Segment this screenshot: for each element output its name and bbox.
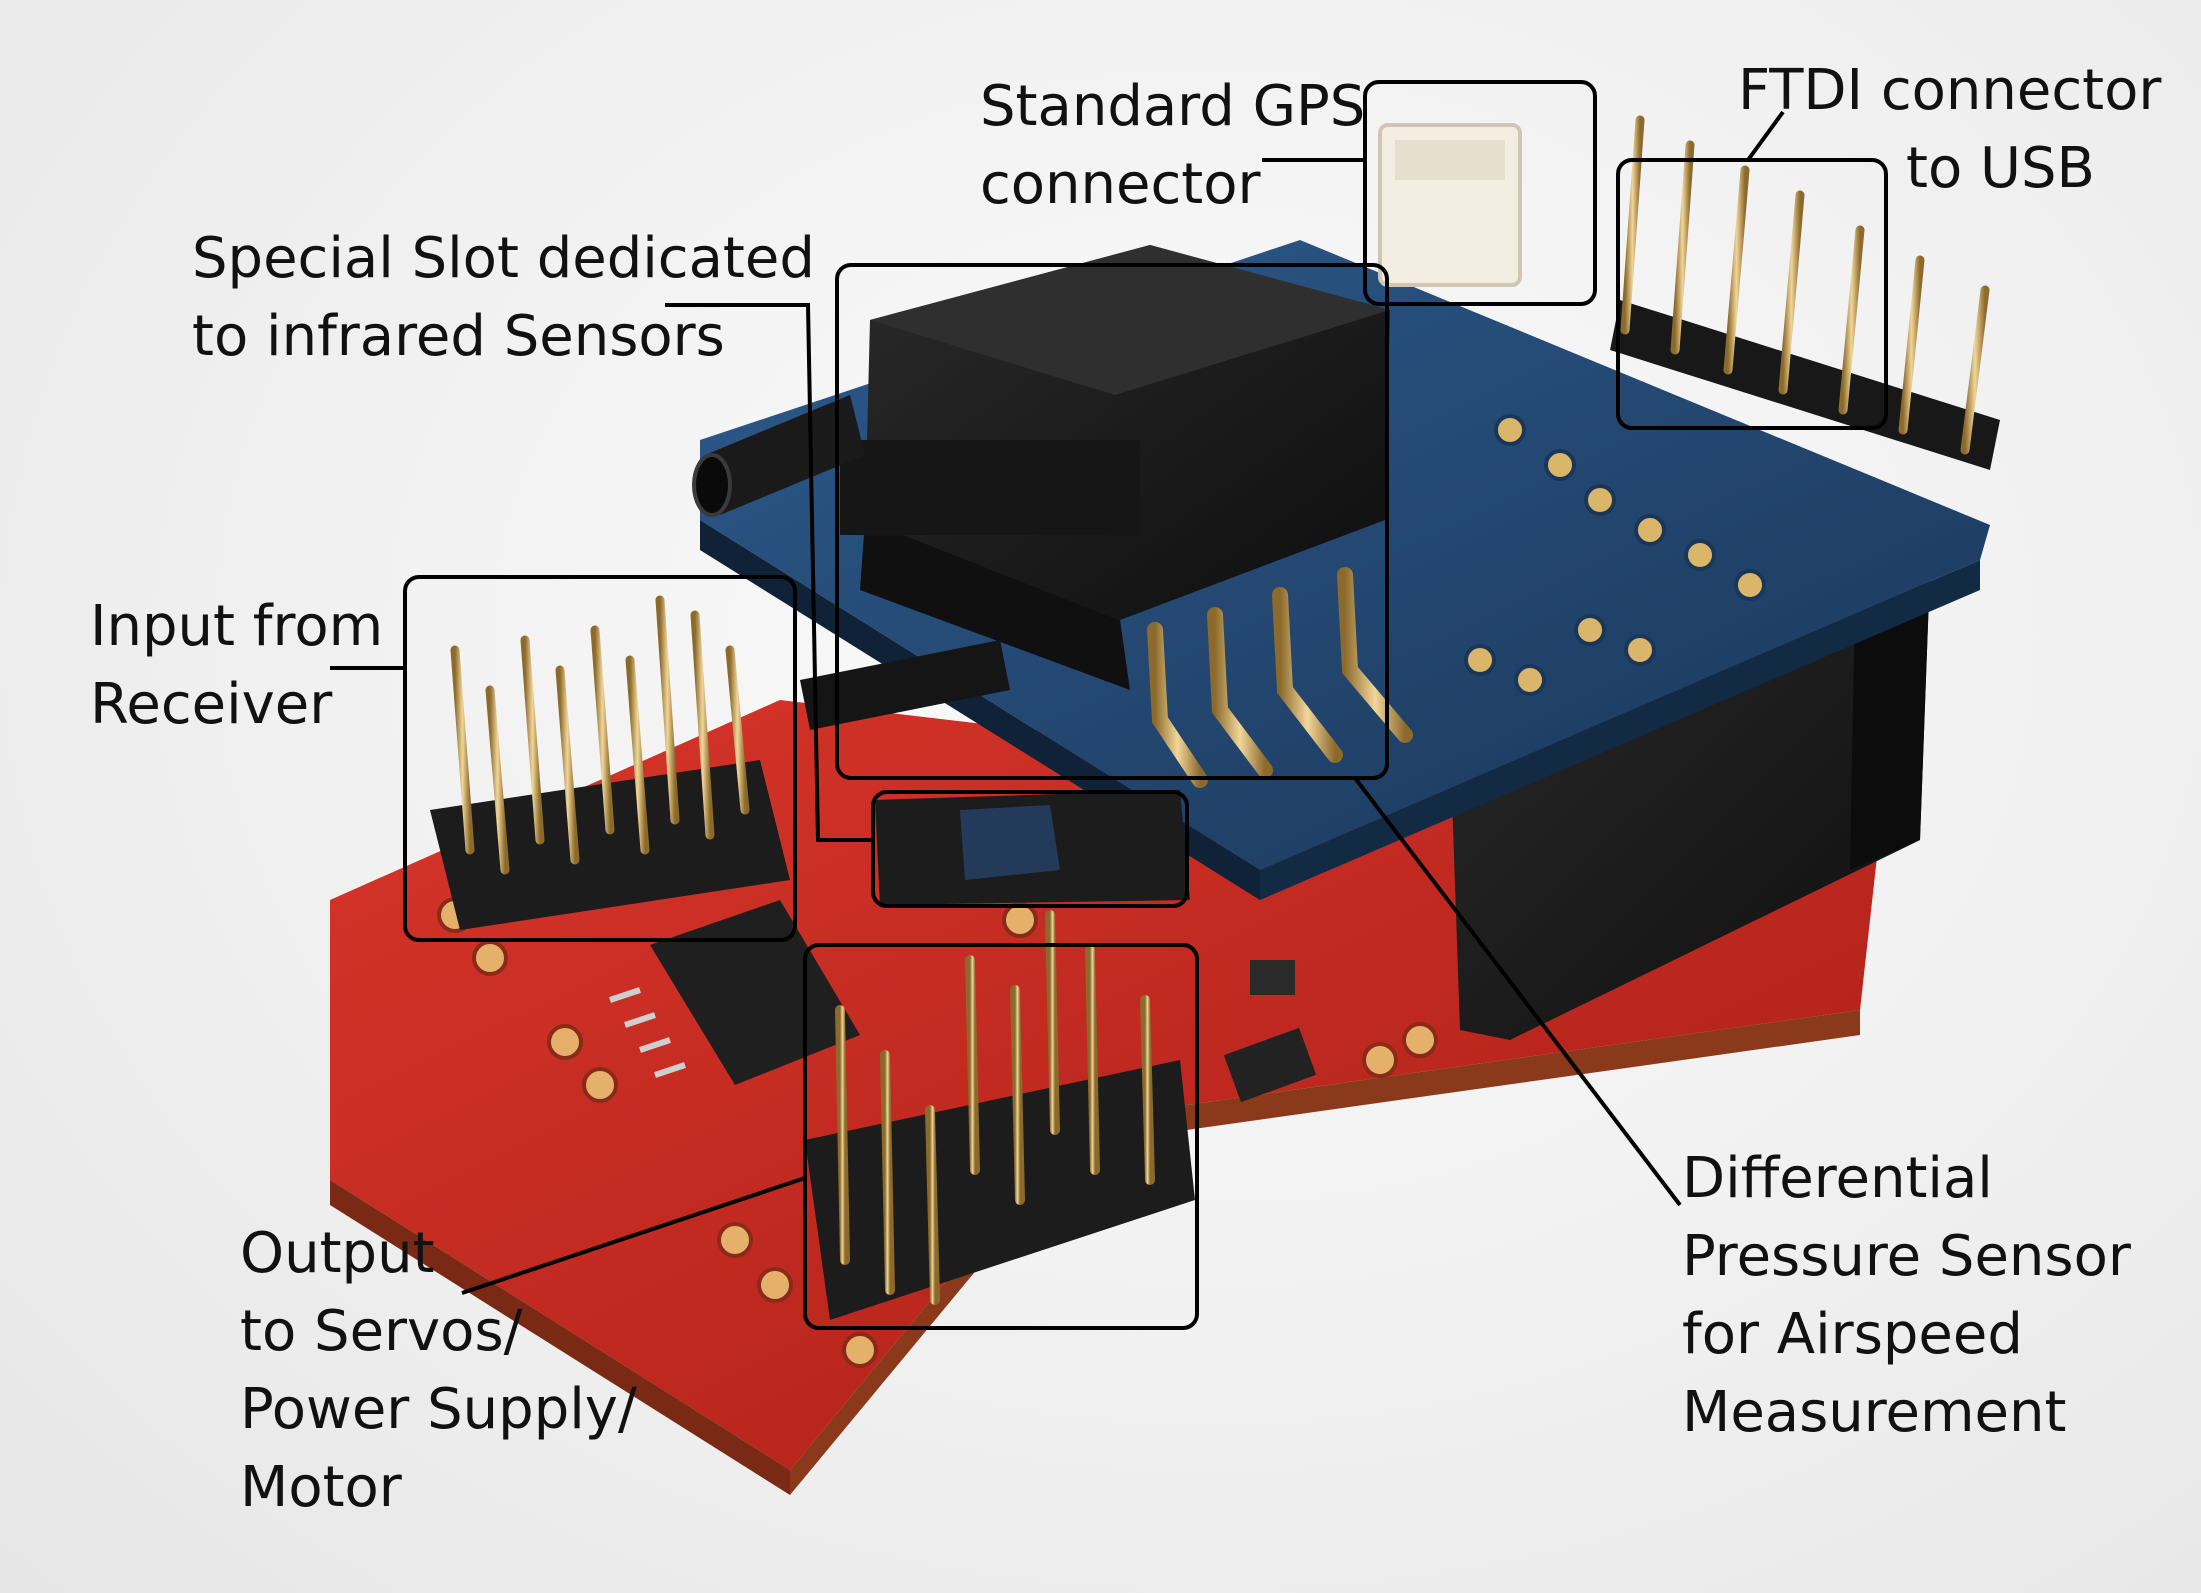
output-label: Output to Servos/ Power Supply/ Motor <box>240 1215 637 1527</box>
multiplexer-chip <box>609 900 860 1085</box>
smd-components <box>1223 960 1317 1103</box>
infrared-callout-box <box>871 790 1189 908</box>
output-label-line-1: Output <box>240 1221 435 1286</box>
receiver-header <box>430 595 790 930</box>
gps-connector-label: Standard GPS connector <box>980 68 1365 224</box>
pressure-sensor-label: Differential Pressure Sensor for Airspee… <box>1682 1140 2131 1452</box>
leader-lines <box>330 110 1785 1295</box>
infrared-label-line-1: Special Slot dedicated <box>192 226 815 291</box>
ftdi-label-line-1: FTDI connector <box>1738 58 2162 123</box>
receiver-label-line-2: Receiver <box>90 672 333 737</box>
output-callout-box <box>803 943 1199 1330</box>
infrared-slot <box>875 790 1190 905</box>
infrared-leader-line <box>665 303 873 842</box>
ftdi-label-line-2: to USB <box>1906 136 2095 201</box>
pressure-label-line-2: Pressure Sensor <box>1682 1224 2131 1289</box>
receiver-input-label: Input from Receiver <box>90 588 383 744</box>
ftdi-connector-label: FTDI connector to USB <box>1738 52 2161 208</box>
pressure-label-line-4: Measurement <box>1682 1380 2067 1445</box>
gps-callout-box <box>1363 80 1597 306</box>
receiver-label-line-1: Input from <box>90 594 384 659</box>
black-spacer-block <box>1450 570 1930 1040</box>
receiver-callout-box <box>403 575 797 942</box>
infrared-slot-label: Special Slot dedicated to infrared Senso… <box>192 220 815 376</box>
pressure-label-line-1: Differential <box>1682 1146 1993 1211</box>
gps-label-line-2: connector <box>980 152 1261 217</box>
pressure-label-line-3: for Airspeed <box>1682 1302 2023 1367</box>
output-label-line-2: to Servos/ <box>240 1299 523 1364</box>
gps-connector <box>1378 123 1522 287</box>
output-header <box>805 910 1195 1320</box>
pressure-leader-line <box>1353 776 1682 1207</box>
ftdi-header <box>1610 115 2000 470</box>
callout-boxes <box>403 80 1888 1330</box>
output-label-line-3: Power Supply/ <box>240 1377 637 1442</box>
ftdi-callout-box <box>1616 158 1888 430</box>
output-leader-line <box>461 1176 806 1295</box>
gps-label-line-1: Standard GPS <box>980 74 1366 139</box>
output-label-line-4: Motor <box>240 1455 402 1520</box>
pressure-callout-box <box>835 263 1389 780</box>
ftdi-leader-line <box>1746 110 1785 162</box>
infrared-label-line-2: to infrared Sensors <box>192 304 725 369</box>
